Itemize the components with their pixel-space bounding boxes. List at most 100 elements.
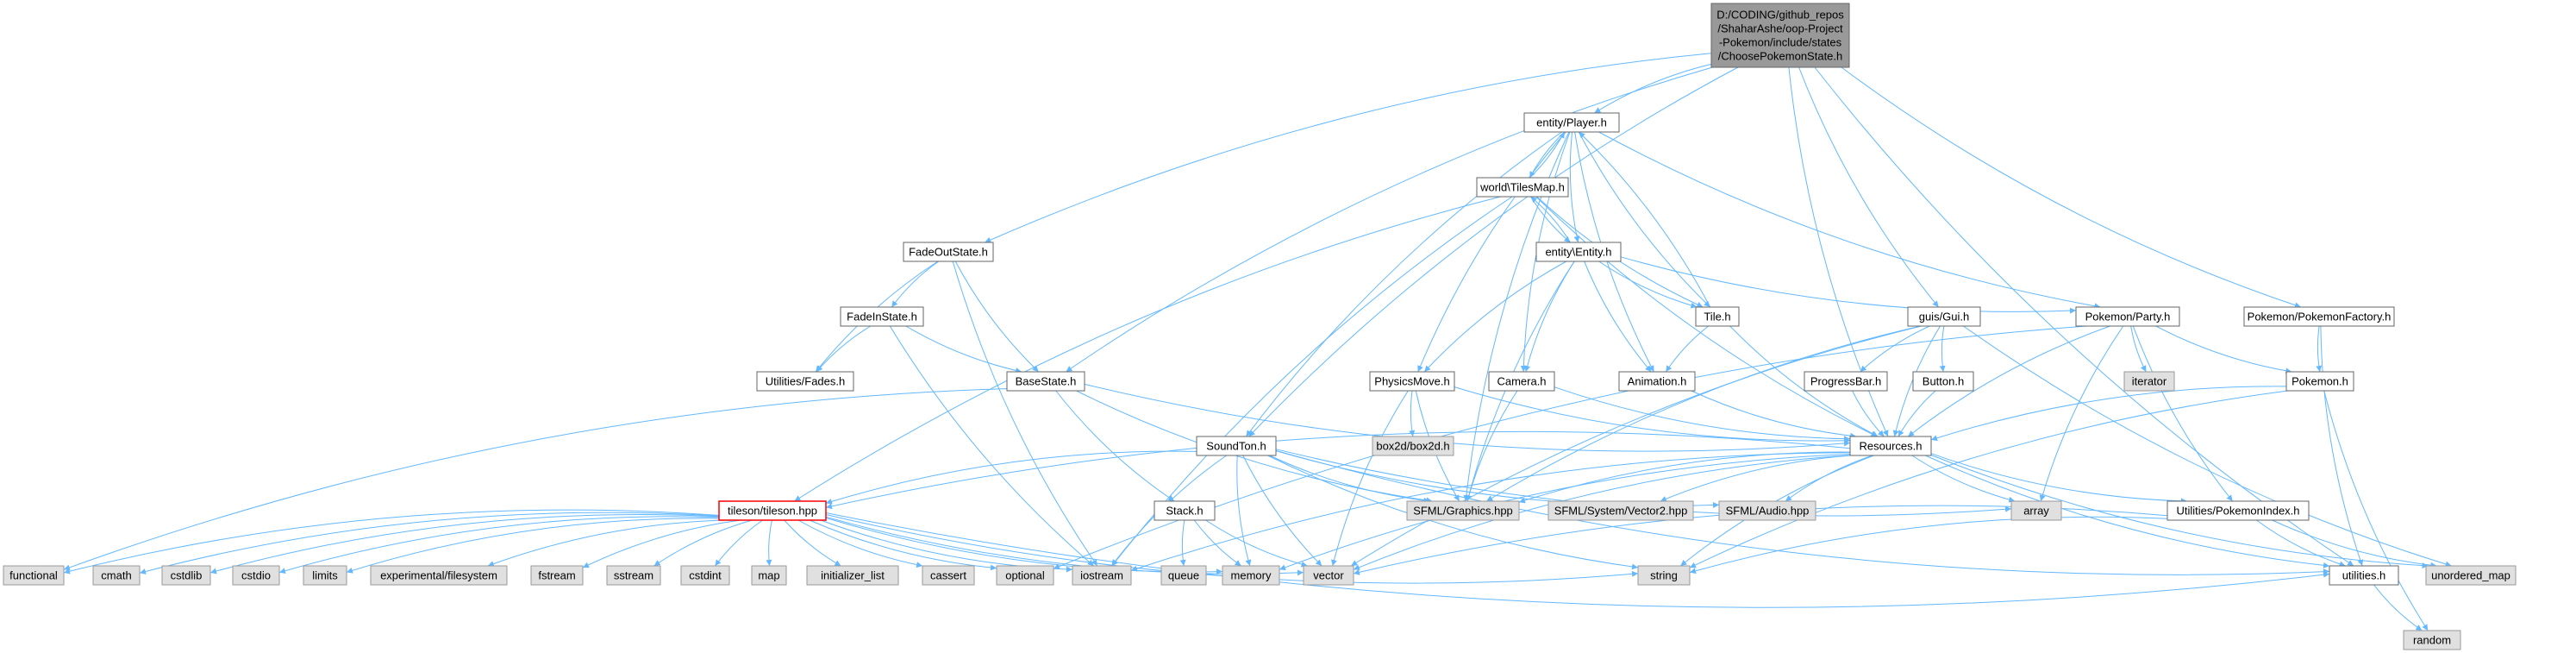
node-basestate[interactable]: BaseState.h <box>1006 371 1085 392</box>
node-stack[interactable]: Stack.h <box>1154 500 1216 521</box>
node-pokeindex[interactable]: Utilities/PokemonIndex.h <box>2166 500 2310 521</box>
node-gui[interactable]: guis/Gui.h <box>1907 306 1981 327</box>
node-tilesmap[interactable]: world\TilesMap.h <box>1476 177 1569 198</box>
node-tile[interactable]: Tile.h <box>1695 306 1740 327</box>
node-soundton[interactable]: SoundTon.h <box>1196 436 1277 456</box>
node-basestate-box <box>1006 371 1085 392</box>
node-array[interactable]: array <box>2010 500 2062 521</box>
edge-entity-to-physics <box>1423 261 1567 373</box>
node-animation-label: Animation.h <box>1628 374 1687 387</box>
node-utilities[interactable]: utilities.h <box>2329 565 2399 586</box>
node-memory[interactable]: memory <box>1222 565 1280 586</box>
edge-resources-to-memory <box>1279 454 1851 571</box>
node-sfgraphics[interactable]: SFML/Graphics.hpp <box>1406 500 1520 521</box>
node-cstdint-label: cstdint <box>689 568 722 581</box>
node-sstream-label: sstream <box>614 568 653 581</box>
node-cmath-label: cmath <box>101 568 131 581</box>
node-cmath[interactable]: cmath <box>92 565 141 586</box>
node-progressbar[interactable]: ProgressBar.h <box>1804 371 1888 392</box>
edge-tileson-to-limits <box>346 518 720 574</box>
edge-tileson-to-cassert <box>797 519 923 568</box>
node-fadeout-label: FadeOutState.h <box>909 245 988 258</box>
edge-resources-to-utilities <box>1925 455 2330 568</box>
node-limits-box <box>303 565 347 586</box>
node-tile-box <box>1695 306 1740 327</box>
node-box2d[interactable]: box2d/box2d.h <box>1372 436 1454 456</box>
edge-player-to-soundton <box>1246 131 1562 437</box>
node-fadein-label: FadeInState.h <box>847 310 917 323</box>
node-sfvector[interactable]: SFML/System/Vector2.hpp <box>1547 500 1694 521</box>
edge-resources-to-sfvector <box>1660 455 1852 502</box>
node-button[interactable]: Button.h <box>1912 371 1974 392</box>
node-stack-label: Stack.h <box>1166 504 1203 517</box>
node-optional[interactable]: optional <box>996 565 1054 586</box>
node-random[interactable]: random <box>2403 630 2461 650</box>
node-queue-label: queue <box>1168 568 1199 581</box>
node-random-box <box>2403 630 2461 650</box>
node-resources[interactable]: Resources.h <box>1849 436 1932 456</box>
node-root-box <box>1710 3 1850 68</box>
node-cstdlib[interactable]: cstdlib <box>161 565 211 586</box>
node-iterator[interactable]: iterator <box>2123 371 2175 392</box>
node-vector-label: vector <box>1313 568 1344 581</box>
edges-layer <box>63 53 2452 631</box>
node-camera[interactable]: Camera.h <box>1488 371 1555 392</box>
node-memory-label: memory <box>1231 568 1272 581</box>
node-root[interactable]: D:/CODING/github_repos/ShaharAshe/oop-Pr… <box>1710 3 1850 68</box>
node-cstdint[interactable]: cstdint <box>680 565 730 586</box>
node-utilities-box <box>2329 565 2399 586</box>
node-vector[interactable]: vector <box>1303 565 1354 586</box>
node-map[interactable]: map <box>751 565 787 586</box>
node-sstream[interactable]: sstream <box>606 565 661 586</box>
node-camera-box <box>1488 371 1555 392</box>
node-cassert-box <box>922 565 975 586</box>
node-tileson-box <box>718 500 827 521</box>
node-cstdint-box <box>680 565 730 586</box>
edge-tileson-to-utilities <box>825 512 2330 608</box>
node-fades[interactable]: Utilities/Fades.h <box>756 371 854 392</box>
node-initlist[interactable]: initializer_list <box>806 565 899 586</box>
node-limits[interactable]: limits <box>303 565 347 586</box>
node-array-box <box>2010 500 2062 521</box>
node-physics[interactable]: PhysicsMove.h <box>1369 371 1455 392</box>
node-unordered_map[interactable]: unordered_map <box>2425 565 2517 586</box>
node-animation[interactable]: Animation.h <box>1618 371 1696 392</box>
edge-button-to-resources <box>1898 390 1936 437</box>
node-utilities-label: utilities.h <box>2342 568 2386 581</box>
node-fadein[interactable]: FadeInState.h <box>840 306 924 327</box>
node-gui-label: guis/Gui.h <box>1919 310 1970 323</box>
node-expfs[interactable]: experimental/filesystem <box>370 565 508 586</box>
node-physics-box <box>1369 371 1455 392</box>
edge-party-to-resources <box>1907 325 2110 437</box>
node-fstream[interactable]: fstream <box>530 565 584 586</box>
node-functional[interactable]: functional <box>3 565 65 586</box>
node-fadeout[interactable]: FadeOutState.h <box>903 242 994 262</box>
edge-entity-to-camera <box>1524 261 1575 373</box>
node-sfaudio-label: SFML/Audio.hpp <box>1726 504 1810 517</box>
node-iostream[interactable]: iostream <box>1072 565 1132 586</box>
node-button-label: Button.h <box>1923 374 1964 387</box>
node-sfvector-label: SFML/System/Vector2.hpp <box>1554 504 1688 517</box>
node-sfgraphics-label: SFML/Graphics.hpp <box>1413 504 1513 517</box>
node-pokemon[interactable]: Pokemon.h <box>2285 371 2354 392</box>
edge-resources-to-iostream <box>1130 452 1851 572</box>
node-tileson[interactable]: tileson/tileson.hpp <box>718 500 827 521</box>
node-cassert[interactable]: cassert <box>922 565 975 586</box>
nodes-layer: D:/CODING/github_repos/ShaharAshe/oop-Pr… <box>3 3 2517 650</box>
edge-root-to-fadeout <box>985 53 1712 243</box>
edge-tileson-to-sstream <box>653 519 753 567</box>
node-vector-box <box>1303 565 1354 586</box>
node-limits-label: limits <box>312 568 338 581</box>
edge-tileson-to-map <box>766 519 772 567</box>
node-cstdio[interactable]: cstdio <box>232 565 280 586</box>
node-string[interactable]: string <box>1637 565 1691 586</box>
node-factory[interactable]: Pokemon/PokemonFactory.h <box>2243 306 2395 327</box>
node-queue[interactable]: queue <box>1160 565 1207 586</box>
node-entity[interactable]: entity\Entity.h <box>1535 242 1622 262</box>
node-player-label: entity/Player.h <box>1536 116 1607 129</box>
node-player[interactable]: entity/Player.h <box>1523 112 1620 133</box>
edge-camera-to-resources <box>1554 386 1851 443</box>
node-sfaudio[interactable]: SFML/Audio.hpp <box>1718 500 1816 521</box>
node-party[interactable]: Pokemon/Party.h <box>2075 306 2180 327</box>
